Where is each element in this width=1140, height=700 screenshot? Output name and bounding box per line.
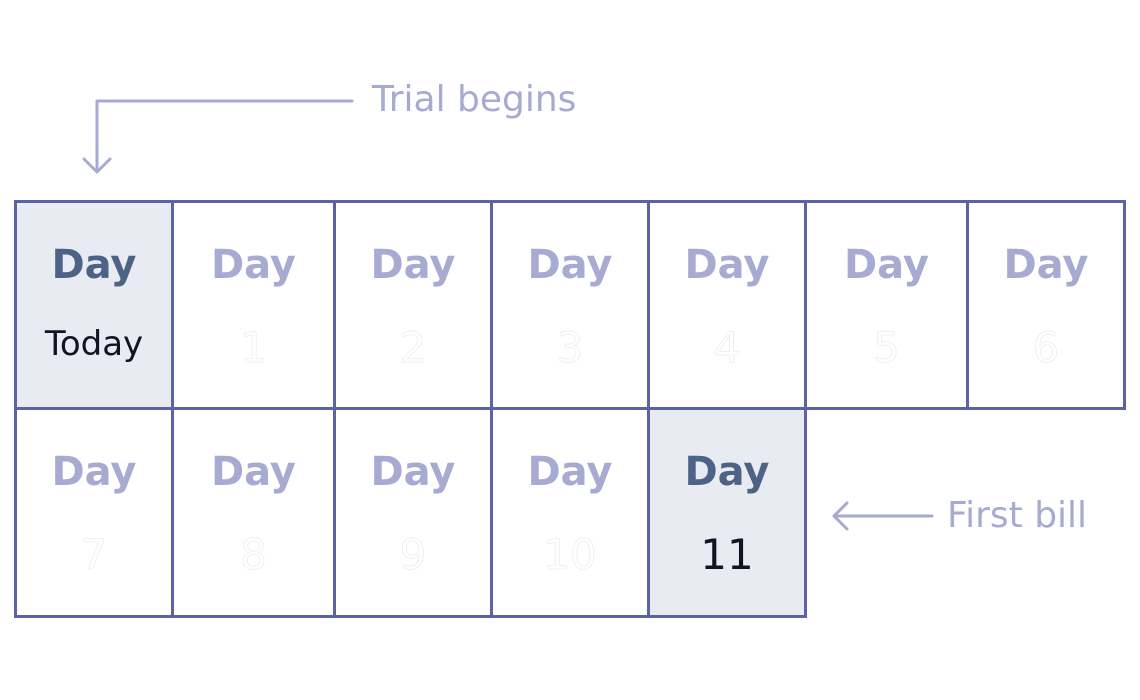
day-number: 4 (713, 323, 741, 372)
day-word: Day (210, 242, 297, 288)
day-number: 3 (556, 323, 584, 372)
day-word: Day (843, 242, 930, 288)
day-number: 10 (543, 530, 597, 579)
day-cell-7: Day 7 (14, 407, 174, 618)
day-cell-1: Day 1 (171, 200, 336, 410)
day-word: Day (51, 242, 137, 288)
day-number: 2 (399, 323, 427, 372)
day-number: 6 (1032, 323, 1060, 372)
day-cell-4: Day 4 (647, 200, 807, 410)
day-number: 1 (240, 323, 268, 372)
day-number: 5 (873, 323, 901, 372)
day-cell-9: Day 9 (333, 407, 493, 618)
day-cell-3: Day 3 (490, 200, 650, 410)
first-bill-arrow (832, 501, 934, 531)
day-word: Day (370, 242, 456, 288)
day-word: Day (684, 449, 770, 495)
day-number: 8 (240, 530, 268, 579)
day-cell-10: Day 10 (490, 407, 650, 618)
day-number: 9 (399, 530, 427, 579)
day-word: Day (51, 449, 137, 495)
day-word: Day (527, 242, 613, 288)
day-word: Day (684, 242, 770, 288)
day-cell-2: Day 2 (333, 200, 493, 410)
day-cell-5: Day 5 (804, 200, 969, 410)
day-number: Today (44, 324, 144, 364)
day-cell-8: Day 8 (171, 407, 336, 618)
day-word: Day (210, 449, 297, 495)
first-bill-label: First bill (947, 495, 1088, 536)
trial-begins-arrow (82, 99, 354, 174)
day-number: 11 (700, 530, 754, 579)
day-word: Day (1003, 242, 1089, 288)
day-cell-today: Day Today (14, 200, 174, 410)
day-cell-6: Day 6 (966, 200, 1126, 410)
trial-begins-label: Trial begins (372, 79, 577, 120)
day-cell-11: Day 11 (647, 407, 807, 618)
day-number: 7 (80, 530, 108, 579)
day-word: Day (370, 449, 456, 495)
day-word: Day (527, 449, 613, 495)
